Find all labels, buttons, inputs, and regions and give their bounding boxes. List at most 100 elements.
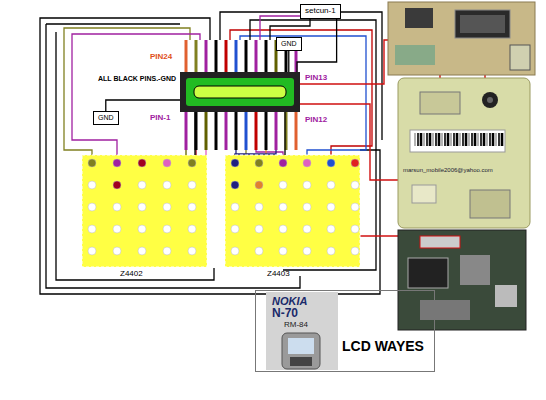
drawing-line bbox=[489, 133, 491, 146]
drawing-circle bbox=[351, 225, 359, 233]
drawing-circle bbox=[113, 203, 121, 211]
drawing-circle bbox=[303, 247, 311, 255]
drawing-circle bbox=[163, 159, 171, 167]
drawing-rect bbox=[282, 333, 320, 369]
drawing-circle bbox=[163, 203, 171, 211]
drawing-g bbox=[186, 40, 296, 150]
drawing-line bbox=[456, 133, 459, 146]
box-text: GND bbox=[98, 114, 114, 122]
chip bbox=[420, 92, 460, 114]
box-text: setcun-1 bbox=[305, 7, 336, 16]
wire bbox=[284, 112, 285, 155]
drawing-circle bbox=[255, 181, 263, 189]
drawing-line bbox=[453, 133, 455, 146]
drawing-line bbox=[255, 40, 258, 72]
drawing-line bbox=[275, 112, 278, 150]
drawing-line bbox=[205, 112, 208, 150]
drawing-circle bbox=[351, 247, 359, 255]
drawing-circle bbox=[138, 247, 146, 255]
drawing-line bbox=[478, 133, 479, 146]
chip bbox=[510, 45, 530, 70]
drawing-circle bbox=[231, 247, 239, 255]
pin-label: PIN24 bbox=[150, 53, 172, 62]
wire bbox=[194, 112, 195, 155]
chip bbox=[460, 255, 490, 285]
drawing-circle bbox=[279, 181, 287, 189]
chip bbox=[420, 300, 470, 320]
test-pad-area: Z4403 bbox=[225, 155, 360, 267]
drawing-circle bbox=[351, 203, 359, 211]
chip bbox=[470, 190, 510, 218]
drawing-circle bbox=[327, 225, 335, 233]
drawing-line bbox=[255, 112, 258, 150]
drawing-circle bbox=[113, 247, 121, 255]
connector-band bbox=[186, 78, 294, 106]
drawing-circle bbox=[138, 159, 146, 167]
drawing-rect bbox=[288, 338, 314, 354]
drawing-line bbox=[245, 112, 248, 150]
watermark: marsun_mobile2006@yahoo.com bbox=[403, 167, 493, 174]
part-label: Z4403 bbox=[267, 270, 290, 279]
drawing-line bbox=[501, 133, 504, 146]
drawing-line bbox=[433, 133, 434, 146]
drawing-rect bbox=[266, 292, 338, 370]
drawing-circle bbox=[255, 225, 263, 233]
drawing-line bbox=[235, 40, 238, 72]
test-pad bbox=[82, 155, 207, 267]
box-text: ALL BLACK PINS.-GND bbox=[98, 75, 176, 83]
drawing-line bbox=[496, 133, 497, 146]
pin-label: PIN-1 bbox=[150, 114, 170, 123]
drawing-circle bbox=[279, 203, 287, 211]
drawing-circle bbox=[327, 203, 335, 211]
drawing-line bbox=[420, 133, 423, 146]
drawing-line bbox=[438, 133, 441, 146]
phone-badge: NOKIAN-70RM-84LCD WAYES bbox=[255, 290, 435, 372]
camera bbox=[487, 97, 493, 103]
wire bbox=[297, 19, 337, 72]
drawing-circle bbox=[138, 181, 146, 189]
drawing-path bbox=[64, 28, 190, 163]
pcb-image bbox=[388, 2, 535, 75]
phone-board bbox=[398, 78, 530, 228]
wire bbox=[288, 51, 289, 72]
drawing-line bbox=[429, 133, 432, 146]
drawing-circle bbox=[351, 181, 359, 189]
part-label: RM-84 bbox=[284, 321, 308, 330]
drawing-circle bbox=[327, 159, 335, 167]
gnd-box: GND bbox=[276, 37, 302, 51]
drawing-line bbox=[460, 133, 461, 146]
drawing-circle bbox=[327, 247, 335, 255]
pin-label: PIN13 bbox=[305, 74, 327, 83]
drawing-line bbox=[462, 133, 464, 146]
chip bbox=[412, 185, 436, 203]
drawing-line bbox=[415, 133, 416, 146]
drawing-circle bbox=[231, 159, 239, 167]
box-text: GND bbox=[281, 40, 297, 48]
drawing-circle bbox=[279, 159, 287, 167]
drawing-line bbox=[265, 40, 268, 72]
drawing-path bbox=[56, 32, 214, 280]
drawing-line bbox=[215, 40, 218, 72]
drawing-circle bbox=[113, 225, 121, 233]
drawing-g bbox=[415, 133, 502, 146]
drawing-circle bbox=[88, 247, 96, 255]
drawing-rect bbox=[290, 357, 312, 366]
drawing-line bbox=[442, 133, 443, 146]
drawing-circle bbox=[138, 225, 146, 233]
test-pad-area: Z4402 bbox=[82, 155, 207, 267]
drawing-line bbox=[487, 133, 488, 146]
drawing-line bbox=[195, 40, 198, 72]
drawing-circle bbox=[113, 181, 121, 189]
chip bbox=[405, 8, 433, 28]
drawing-circle bbox=[231, 203, 239, 211]
drawing-line bbox=[245, 40, 248, 72]
barcode-sticker bbox=[410, 130, 505, 152]
drawing-line bbox=[235, 112, 238, 150]
drawing-circle bbox=[231, 181, 239, 189]
phone-board bbox=[398, 230, 526, 330]
drawing-circle bbox=[327, 181, 335, 189]
drawing-line bbox=[225, 112, 228, 150]
chip bbox=[495, 285, 517, 307]
drawing-circle bbox=[303, 203, 311, 211]
